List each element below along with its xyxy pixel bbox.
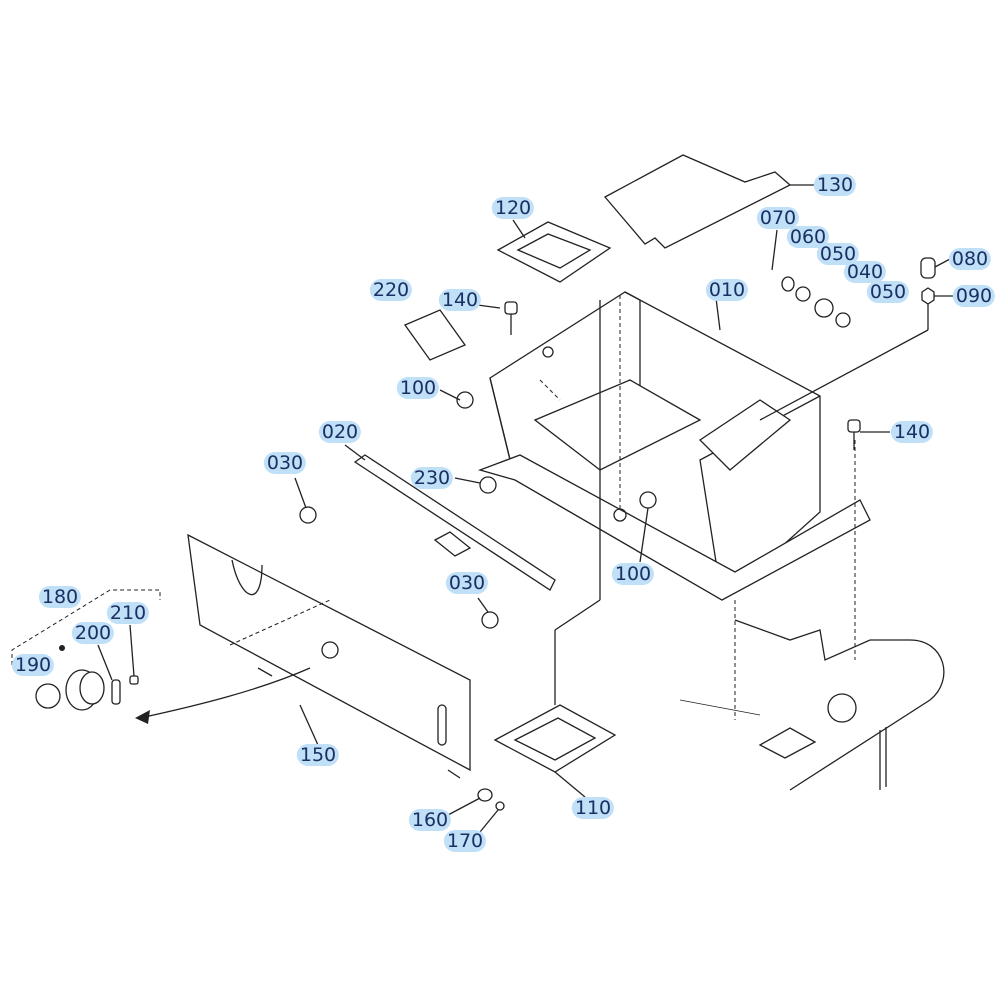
callout-230[interactable]: 230 [410, 467, 454, 489]
callout-060[interactable]: 060 [786, 226, 830, 248]
callout-160[interactable]: 160 [408, 809, 452, 831]
callout-080[interactable]: 080 [948, 248, 992, 270]
callout-130[interactable]: 130 [813, 174, 857, 196]
callout-090[interactable]: 090 [952, 285, 996, 307]
parts-040-090-hardware [759, 229, 955, 421]
callout-210[interactable]: 210 [106, 602, 150, 624]
callout-100-second[interactable]: 100 [611, 563, 655, 585]
callout-150[interactable]: 150 [296, 744, 340, 766]
callout-120[interactable]: 120 [491, 197, 535, 219]
callout-050[interactable]: 050 [816, 243, 860, 265]
callout-020[interactable]: 020 [318, 421, 362, 443]
part-130-cover-plate [603, 154, 818, 249]
base-frame [679, 440, 945, 791]
part-010-battery-box [477, 289, 871, 601]
callout-070[interactable]: 070 [756, 207, 800, 229]
callout-040[interactable]: 040 [843, 261, 887, 283]
callout-050-second[interactable]: 050 [866, 281, 910, 303]
callout-220[interactable]: 220 [369, 279, 413, 301]
fasteners [294, 299, 890, 833]
part-150-side-cover [187, 533, 471, 779]
callout-180[interactable]: 180 [38, 586, 82, 608]
callout-140[interactable]: 140 [438, 289, 482, 311]
callout-200[interactable]: 200 [71, 622, 115, 644]
callout-030[interactable]: 030 [263, 452, 307, 474]
callout-010[interactable]: 010 [705, 279, 749, 301]
callout-030-second[interactable]: 030 [445, 572, 489, 594]
callout-140-second[interactable]: 140 [890, 421, 934, 443]
callout-100[interactable]: 100 [396, 377, 440, 399]
callout-110[interactable]: 110 [571, 797, 615, 819]
callout-170[interactable]: 170 [443, 830, 487, 852]
callout-190[interactable]: 190 [11, 654, 55, 676]
part-110-pad [493, 300, 617, 798]
part-120-gasket [496, 219, 612, 283]
part-020-terminal-bracket [344, 444, 556, 591]
part-180-lock-assembly [11, 589, 311, 724]
